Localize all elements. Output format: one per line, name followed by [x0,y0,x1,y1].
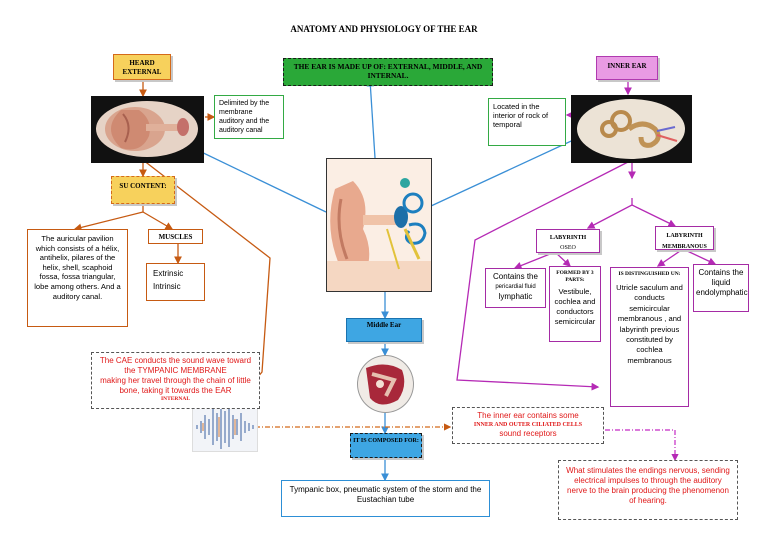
muscles-label: MUSCLES [158,233,193,241]
inner-contains-1: The inner ear contains some [477,411,579,420]
inner-description: Located in the interior of rock of tempo… [488,98,566,146]
labyrinth-oseo-header: LABYRINTH OSEO [536,229,600,253]
central-statement: THE EAR IS MADE UP OF: EXTERNAL, MIDDLE,… [283,58,493,86]
labyrinth-oseo-title: LABYRINTH [549,235,587,241]
external-content-box: The auricular pavilion which consists of… [27,229,128,327]
su-content-label: SU CONTENT: [119,182,167,190]
pericardial-line-1: Contains the [493,272,538,281]
middle-ear-image [357,355,414,413]
formed-parts-text: Vestibule, cochlea and conductors semici… [554,287,596,326]
inner-contains-box: The inner ear contains some INNER AND OU… [452,407,604,444]
distinguished-label: IS DISTINGUISHED UN: [618,271,681,277]
inner-contains-3: sound receptors [499,429,557,438]
middle-parts-box: Tympanic box, pneumatic system of the st… [281,480,490,517]
external-ear-image [91,96,204,163]
endolymphatic-box: Contains the liquid endolymphatic [693,264,749,312]
cae-internal-label: INTERNAL [160,396,191,402]
stimulates-box: What stimulates the endings nervous, sen… [558,460,738,520]
external-description: Delimited by the membrane auditory and t… [214,95,284,139]
ear-cross-section-image [326,158,432,292]
pericardial-line-2: pericardial fluid [495,284,536,290]
cae-text-1: The CAE conducts the sound wave toward t… [99,356,252,375]
inner-ear-image [571,95,692,163]
cae-conducts-box: The CAE conducts the sound wave toward t… [91,352,260,409]
page-title: ANATOMY AND PHYSIOLOGY OF THE EAR [290,24,478,34]
inner-ear-header: INNER EAR [596,56,658,80]
muscles-header: MUSCLES [148,229,203,244]
labyrinth-membranous-header: LABYRINTH MEMBRANOUS [655,226,714,250]
distinguished-text: Utricle saculum and conducts semicircula… [616,283,683,365]
pericardial-fluid-box: Contains the pericardial fluid lymphatic [485,268,546,308]
cae-text-2: making her travel through the chain of l… [100,376,251,395]
formed-by-box: FORMED BY 3 PARTS: Vestibule, cochlea an… [549,266,601,342]
composed-for-header: IT IS COMPOSED FOR: [350,433,422,458]
formed-by-label: FORMED BY 3 PARTS: [556,270,594,283]
labyrinth-membranous-label: LABYRINTH MEMBRANOUS [662,233,707,250]
muscle-extrinsic: Extrinsic [153,269,184,278]
muscle-types-box: Extrinsic Intrinsic [146,263,205,301]
muscle-intrinsic: Intrinsic [153,282,181,291]
pericardial-line-3: lymphatic [498,292,533,301]
middle-ear-header: Middle Ear [346,318,422,342]
heard-external-header: HEARD EXTERNAL [113,54,171,80]
distinguished-box: IS DISTINGUISHED UN: Utricle saculum and… [610,267,689,407]
su-content-header: SU CONTENT: [111,176,175,204]
labyrinth-oseo-sub: OSEO [560,245,576,251]
inner-contains-2: INNER AND OUTER CILIATED CELLS [473,422,583,428]
